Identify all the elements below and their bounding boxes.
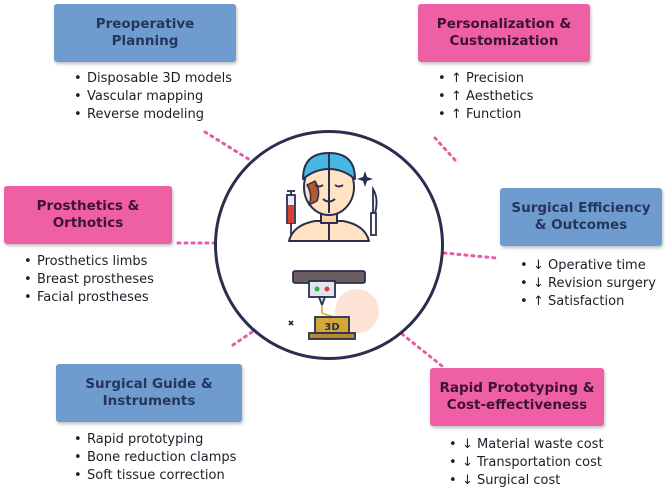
guide-list: Rapid prototyping Bone reduction clamps …	[74, 431, 236, 485]
scalpel-icon	[370, 185, 378, 236]
node-title-line1: Surgical Guide &	[85, 376, 213, 392]
patient-face-icon	[288, 152, 370, 242]
connector-personalization	[433, 136, 457, 162]
node-title-line2: & Outcomes	[534, 217, 628, 233]
list-item: ↑ Aesthetics	[438, 88, 533, 106]
list-item: ↓ Material waste cost	[449, 436, 604, 454]
node-personalization: Personalization & Customization	[418, 4, 590, 62]
list-item: Rapid prototyping	[74, 431, 236, 449]
list-item: ↓ Operative time	[520, 257, 656, 275]
list-item: ↑ Precision	[438, 70, 533, 88]
list-item: Prosthetics limbs	[24, 253, 154, 271]
center-circle: 3D	[214, 130, 444, 360]
prosthetics-list: Prosthetics limbs Breast prostheses Faci…	[24, 253, 154, 307]
node-rapid-prototyping: Rapid Prototyping & Cost-effectiveness	[430, 368, 604, 426]
node-title-line1: Prosthetics &	[36, 198, 140, 214]
list-item: Bone reduction clamps	[74, 449, 236, 467]
connector-prototyping	[400, 332, 444, 368]
node-prosthetics: Prosthetics & Orthotics	[4, 186, 172, 244]
node-title-line1: Surgical Efficiency	[511, 200, 651, 216]
connector-guide	[231, 326, 260, 347]
connector-efficiency	[442, 251, 498, 260]
connector-preoperative	[203, 130, 252, 162]
preoperative-list: Disposable 3D models Vascular mapping Re…	[74, 70, 232, 124]
node-title-line2: Planning	[111, 33, 179, 49]
personalization-list: ↑ Precision ↑ Aesthetics ↑ Function	[438, 70, 533, 124]
list-item: ↑ Function	[438, 106, 533, 124]
sparkle-icon	[357, 171, 373, 187]
list-item: Disposable 3D models	[74, 70, 232, 88]
node-surgical-guide: Surgical Guide & Instruments	[56, 364, 242, 422]
printer-3d-label: 3D	[324, 322, 339, 333]
list-item: Vascular mapping	[74, 88, 232, 106]
list-item: ↓ Surgical cost	[449, 472, 604, 490]
node-efficiency: Surgical Efficiency & Outcomes	[500, 188, 662, 246]
node-title-line2: Cost-effectiveness	[446, 397, 588, 413]
list-item: Reverse modeling	[74, 106, 232, 124]
node-title-line2: Orthotics	[52, 215, 124, 231]
node-preoperative-planning: Preoperative Planning	[54, 4, 236, 62]
list-item: Breast prostheses	[24, 271, 154, 289]
3d-printer-icon	[288, 270, 379, 340]
node-title-line1: Rapid Prototyping &	[439, 380, 595, 396]
list-item: Soft tissue correction	[74, 467, 236, 485]
list-item: ↓ Transportation cost	[449, 454, 604, 472]
list-item: ↑ Satisfaction	[520, 293, 656, 311]
prototyping-list: ↓ Material waste cost ↓ Transportation c…	[449, 436, 604, 490]
list-item: Facial prostheses	[24, 289, 154, 307]
node-title-line2: Instruments	[102, 393, 196, 409]
efficiency-list: ↓ Operative time ↓ Revision surgery ↑ Sa…	[520, 257, 656, 311]
node-title-line1: Personalization &	[436, 16, 572, 32]
list-item: ↓ Revision surgery	[520, 275, 656, 293]
syringe-icon	[286, 190, 296, 235]
node-title-line1: Preoperative	[95, 16, 195, 32]
node-title-line2: Customization	[449, 33, 559, 49]
